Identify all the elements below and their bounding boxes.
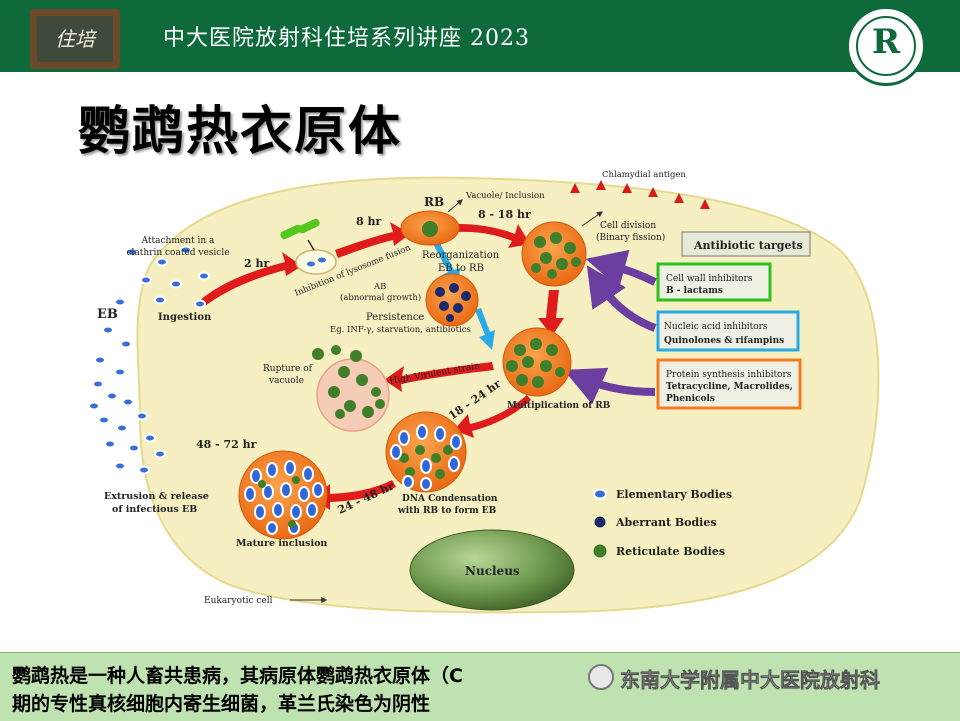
label-vacuole: Vacuole/ Inclusion — [465, 191, 545, 201]
legend-ab-symbol — [594, 516, 606, 528]
antibiotic-targets-header — [681, 231, 811, 257]
antibiotic-targets-title: Antibiotic targets — [693, 239, 803, 252]
antigen-markers — [570, 180, 710, 209]
caption-line-2: 期的专性真核细胞内寄生细菌，革兰氏染色为阴性 — [12, 693, 431, 715]
aberrant-body-inclusion — [425, 273, 479, 327]
label-48-72hr: 48 - 72 hr — [196, 438, 257, 451]
header-bar: 住培 中大医院放射科住培系列讲座 2023 — [0, 0, 960, 72]
caption-bar: 鹦鹉热是一种人畜共患病，其病原体鹦鹉热衣原体（C 期的专性真核细胞内寄生细菌，革… — [0, 652, 960, 721]
watermark: 东南大学附属中大医院放射科 — [620, 668, 881, 693]
antibiotic-arrows — [563, 249, 657, 405]
legend-rb-label: Reticulate Bodies — [616, 545, 725, 558]
label-dna-1: DNA Condensation — [402, 494, 498, 504]
label-vacuole-word: vacuole — [268, 376, 304, 386]
label-extrusion-1: Extrusion & release — [104, 491, 209, 502]
legend-eb-label: Elementary Bodies — [616, 488, 732, 501]
label-eb-to-rb: EB to RB — [438, 263, 484, 274]
arrow-down-right — [538, 290, 564, 336]
label-2hr: 2 hr — [244, 257, 269, 270]
label-nucleus: Nucleus — [465, 564, 520, 578]
label-ab: AB — [373, 282, 386, 292]
chalkboard-badge: 住培 — [30, 9, 120, 69]
cell-wall-drugs: B - lactams — [666, 286, 723, 296]
label-mature: Mature inclusion — [236, 538, 327, 549]
badge-text: 住培 — [37, 16, 113, 62]
arrow-virulent — [384, 362, 494, 392]
slide-title: 鹦鹉热衣原体 — [78, 102, 403, 162]
label-dna-2: with RB to form EB — [397, 506, 497, 516]
protein-synthesis-drugs-2: Phenicols — [666, 394, 715, 404]
label-chlamydial-antigen: Chlamydial antigen — [602, 170, 686, 180]
arrow-18-24 — [454, 395, 531, 438]
logo-ring — [856, 16, 916, 76]
arrow-8-18 — [458, 224, 530, 248]
label-ingestion: Ingestion — [158, 312, 212, 323]
legend-eb-symbol — [593, 488, 607, 500]
label-persistence-causes: Eg. INF-γ, starvation, antibiotics — [330, 325, 471, 335]
legend-rb-symbol — [593, 544, 607, 558]
clathrin-vesicle — [295, 249, 337, 275]
wechat-badge-icon — [588, 664, 614, 690]
label-reorganization: Reorganization — [422, 250, 500, 261]
logo-glyph: R — [871, 22, 901, 62]
label-rupture: Rupture of — [263, 364, 313, 374]
label-cell-division: Cell division — [600, 221, 656, 231]
protein-synthesis-name: Protein synthesis inhibitors — [666, 370, 792, 380]
cell-wall-box — [656, 262, 772, 302]
label-8hr: 8 hr — [356, 215, 381, 228]
label-persistence: Persistence — [366, 312, 424, 323]
arrow-ingestion — [200, 252, 302, 306]
label-binary-fission: (Binary fission) — [596, 232, 665, 243]
label-rb: RB — [424, 195, 444, 209]
label-eukaryotic: Eukaryotic cell — [204, 596, 273, 606]
caption-line-1: 鹦鹉热是一种人畜共患病，其病原体鹦鹉热衣原体（C — [12, 665, 463, 687]
arrow-8hr — [335, 222, 410, 258]
header-title: 中大医院放射科住培系列讲座 2023 — [163, 26, 530, 51]
hospital-logo: R — [846, 6, 926, 86]
arrow-24-48 — [312, 480, 396, 510]
label-8-18hr: 8 - 18 hr — [478, 208, 531, 221]
label-multiplication: Multiplication of RB — [507, 401, 611, 411]
label-attachment-1: Attachment in a — [141, 236, 215, 246]
protein-synthesis-drugs: Tetracycline, Macrolides, — [666, 382, 793, 392]
nucleus — [409, 529, 575, 611]
flow-arrows — [200, 222, 564, 510]
label-ab-full: (abnormal growth) — [340, 292, 421, 303]
legend-ab-label: Aberrant Bodies — [615, 516, 717, 529]
elementary-bodies-scatter — [88, 245, 210, 475]
nucleic-acid-name: Nucleic acid inhibitors — [664, 322, 768, 332]
label-eb: EB — [97, 307, 118, 322]
label-attachment-2: clathrin coated vesicle — [126, 248, 229, 258]
label-extrusion-2: of infectious EB — [112, 504, 197, 515]
nucleic-acid-box — [656, 310, 800, 352]
cell-wall-name: Cell wall inhibitors — [666, 274, 753, 284]
nucleic-acid-drugs: Quinolones & rifampins — [664, 336, 784, 346]
protein-synthesis-box — [656, 358, 802, 410]
